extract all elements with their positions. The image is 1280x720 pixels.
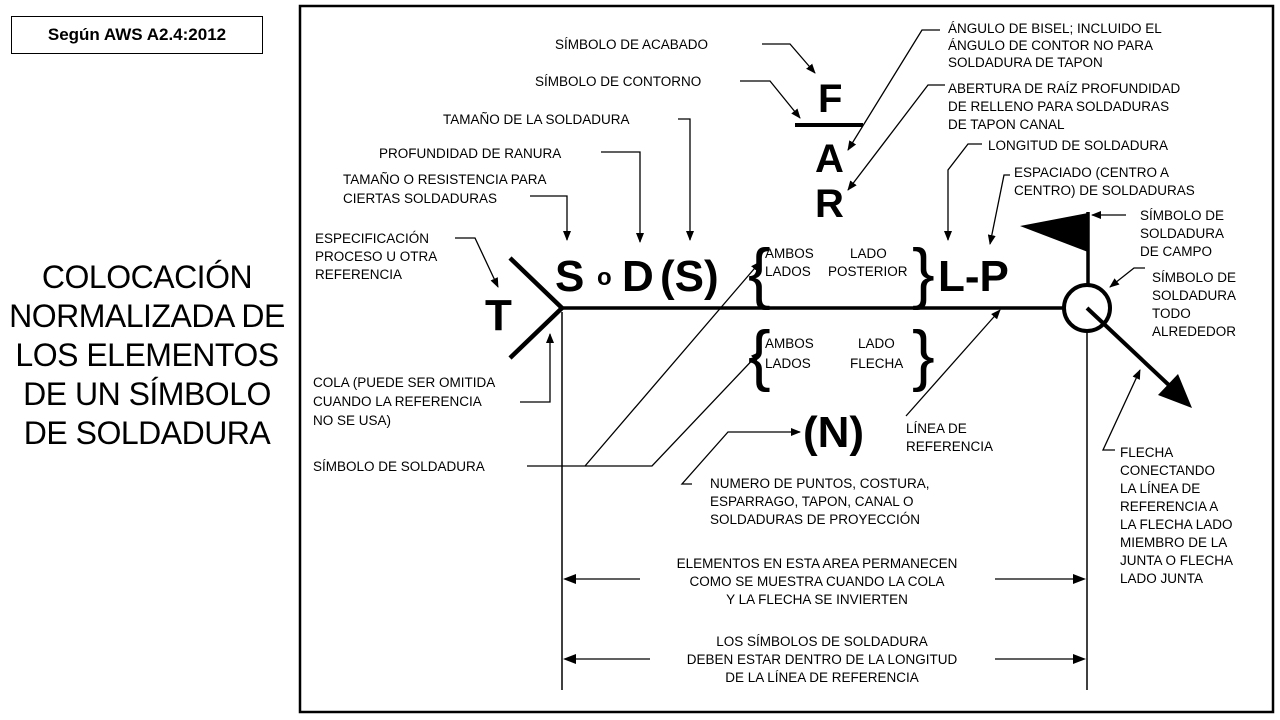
label-flecha-line3: LA LÍNEA DE <box>1120 481 1200 496</box>
label-abertura-line1: ABERTURA DE RAÍZ PROFUNDIDAD <box>948 81 1181 96</box>
label-abertura-line3: DE TAPON CANAL <box>948 117 1065 132</box>
label-especificacion-line3: REFERENCIA <box>315 267 402 282</box>
label-numero-line3: SOLDADURAS DE PROYECCIÓN <box>710 512 920 527</box>
arrow-head-icon <box>1158 374 1192 408</box>
label-elementos-line2: COMO SE MUESTRA CUANDO LA COLA <box>689 574 944 589</box>
top-left-line1: AMBOS <box>765 246 814 261</box>
label-angulo-line2: ÁNGULO DE CONTOR NO PARA <box>948 38 1153 53</box>
side-title-line: LOS ELEMENTOS <box>15 337 279 373</box>
dimension-text-bg <box>640 551 995 609</box>
label-flecha-line7: JUNTA O FLECHA <box>1120 553 1233 568</box>
dimension-arrowheads <box>563 574 1086 664</box>
label-campo-line2: SOLDADURA <box>1140 226 1224 241</box>
side-title-line: DE UN SÍMBOLO <box>23 376 271 412</box>
label-flecha-line6: MIEMBRO DE LA <box>1120 535 1227 550</box>
label-espaciado-line2: CENTRO) DE SOLDADURAS <box>1014 183 1195 198</box>
tail-specification-symbol: T <box>485 291 512 340</box>
label-cola-line2: CUANDO LA REFERENCIA <box>313 394 482 409</box>
length-pitch-symbol: L-P <box>938 252 1009 301</box>
side-title: COLOCACIÓN NORMALIZADA DE LOS ELEMENTOS … <box>6 258 288 453</box>
bottom-left-line2: LADOS <box>765 356 811 371</box>
label-acabado: SÍMBOLO DE ACABADO <box>555 37 708 52</box>
field-weld-flag-icon <box>1020 213 1088 252</box>
number-of-welds-symbol: (N) <box>803 408 864 457</box>
label-resistencia-line2: CIERTAS SOLDADURAS <box>343 191 497 206</box>
or-symbol: o <box>597 264 612 291</box>
finish-symbol: F <box>818 77 842 121</box>
label-alrededor-line2: SOLDADURA <box>1152 288 1236 303</box>
label-simbolos-dentro-line1: LOS SÍMBOLOS DE SOLDADURA <box>716 634 928 649</box>
label-alrededor-line3: TODO <box>1152 306 1191 321</box>
side-title-line: DE SOLDADURA <box>23 415 271 451</box>
label-linea-ref-line1: LÍNEA DE <box>906 421 967 436</box>
label-simbolo-soldadura: SÍMBOLO DE SOLDADURA <box>313 459 485 474</box>
label-longitud: LONGITUD DE SOLDADURA <box>988 138 1168 153</box>
label-angulo-line3: SOLDADURA DE TAPON <box>948 55 1103 70</box>
brace-bottom-left: { <box>748 317 771 393</box>
label-espaciado-line1: ESPACIADO (CENTRO A <box>1014 165 1169 180</box>
label-numero-line2: ESPARRAGO, TAPON, CANAL O <box>710 494 914 509</box>
label-linea-ref-line2: REFERENCIA <box>906 439 993 454</box>
effective-size-symbol: (S) <box>660 252 719 301</box>
tail-lower <box>508 306 564 360</box>
label-simbolos-dentro-line2: DEBEN ESTAR DENTRO DE LA LONGITUD <box>687 652 958 667</box>
label-flecha-line4: REFERENCIA A <box>1120 499 1218 514</box>
label-elementos-line1: ELEMENTOS EN ESTA AREA PERMANECEN <box>677 556 958 571</box>
label-especificacion-line2: PROCESO U OTRA <box>315 249 437 264</box>
label-alrededor-line4: ALREDEDOR <box>1152 324 1236 339</box>
top-right-line1: LADO <box>850 246 887 261</box>
dimension-text-bg <box>650 631 995 689</box>
label-cola-line3: NO SE USA) <box>313 413 391 428</box>
label-contorno: SÍMBOLO DE CONTORNO <box>535 74 701 89</box>
label-abertura-line2: DE RELLENO PARA SOLDADURAS <box>948 99 1169 114</box>
size-symbol: S <box>555 252 584 301</box>
tail-upper <box>508 256 564 310</box>
root-opening-symbol: R <box>815 182 844 226</box>
brace-top-left: { <box>748 235 771 311</box>
label-cola-line1: COLA (PUEDE SER OMITIDA <box>313 375 495 390</box>
bottom-right-line1: LADO <box>858 336 895 351</box>
bottom-left-line1: AMBOS <box>765 336 814 351</box>
bottom-right-line2: FLECHA <box>850 356 903 371</box>
brace-bottom-right: } <box>912 317 935 393</box>
label-angulo-line1: ÁNGULO DE BISEL; INCLUIDO EL <box>948 21 1162 36</box>
side-title-line: NORMALIZADA DE <box>9 298 285 334</box>
label-simbolos-dentro-line3: DE LA LÍNEA DE REFERENCIA <box>725 670 919 685</box>
brace-top-right: } <box>912 235 935 311</box>
side-title-line: COLOCACIÓN <box>41 259 253 295</box>
label-flecha-line5: LA FLECHA LADO <box>1120 517 1233 532</box>
label-flecha-line2: CONECTANDO <box>1120 463 1215 478</box>
label-elementos-line3: Y LA FLECHA SE INVIERTEN <box>726 592 908 607</box>
groove-angle-symbol: A <box>815 137 844 181</box>
top-left-line2: LADOS <box>765 264 811 279</box>
depth-symbol: D <box>622 252 654 301</box>
label-alrededor-line1: SÍMBOLO DE <box>1152 270 1236 285</box>
label-campo-line3: DE CAMPO <box>1140 244 1212 259</box>
label-flecha-line8: LADO JUNTA <box>1120 571 1203 586</box>
arrow-line <box>1085 306 1174 390</box>
reference-standard-box: Según AWS A2.4:2012 <box>11 16 263 54</box>
label-resistencia-line1: TAMAÑO O RESISTENCIA PARA <box>343 172 547 187</box>
label-profundidad: PROFUNDIDAD DE RANURA <box>379 146 561 161</box>
label-especificacion-line1: ESPECIFICACIÓN <box>315 231 429 246</box>
top-right-line2: POSTERIOR <box>828 264 908 279</box>
label-tamano: TAMAÑO DE LA SOLDADURA <box>443 112 630 127</box>
reference-standard-text: Según AWS A2.4:2012 <box>47 25 227 44</box>
label-numero-line1: NUMERO DE PUNTOS, COSTURA, <box>710 476 930 491</box>
diagram-frame <box>298 4 1275 714</box>
label-campo-line1: SÍMBOLO DE <box>1140 208 1224 223</box>
label-flecha-line1: FLECHA <box>1120 445 1173 460</box>
